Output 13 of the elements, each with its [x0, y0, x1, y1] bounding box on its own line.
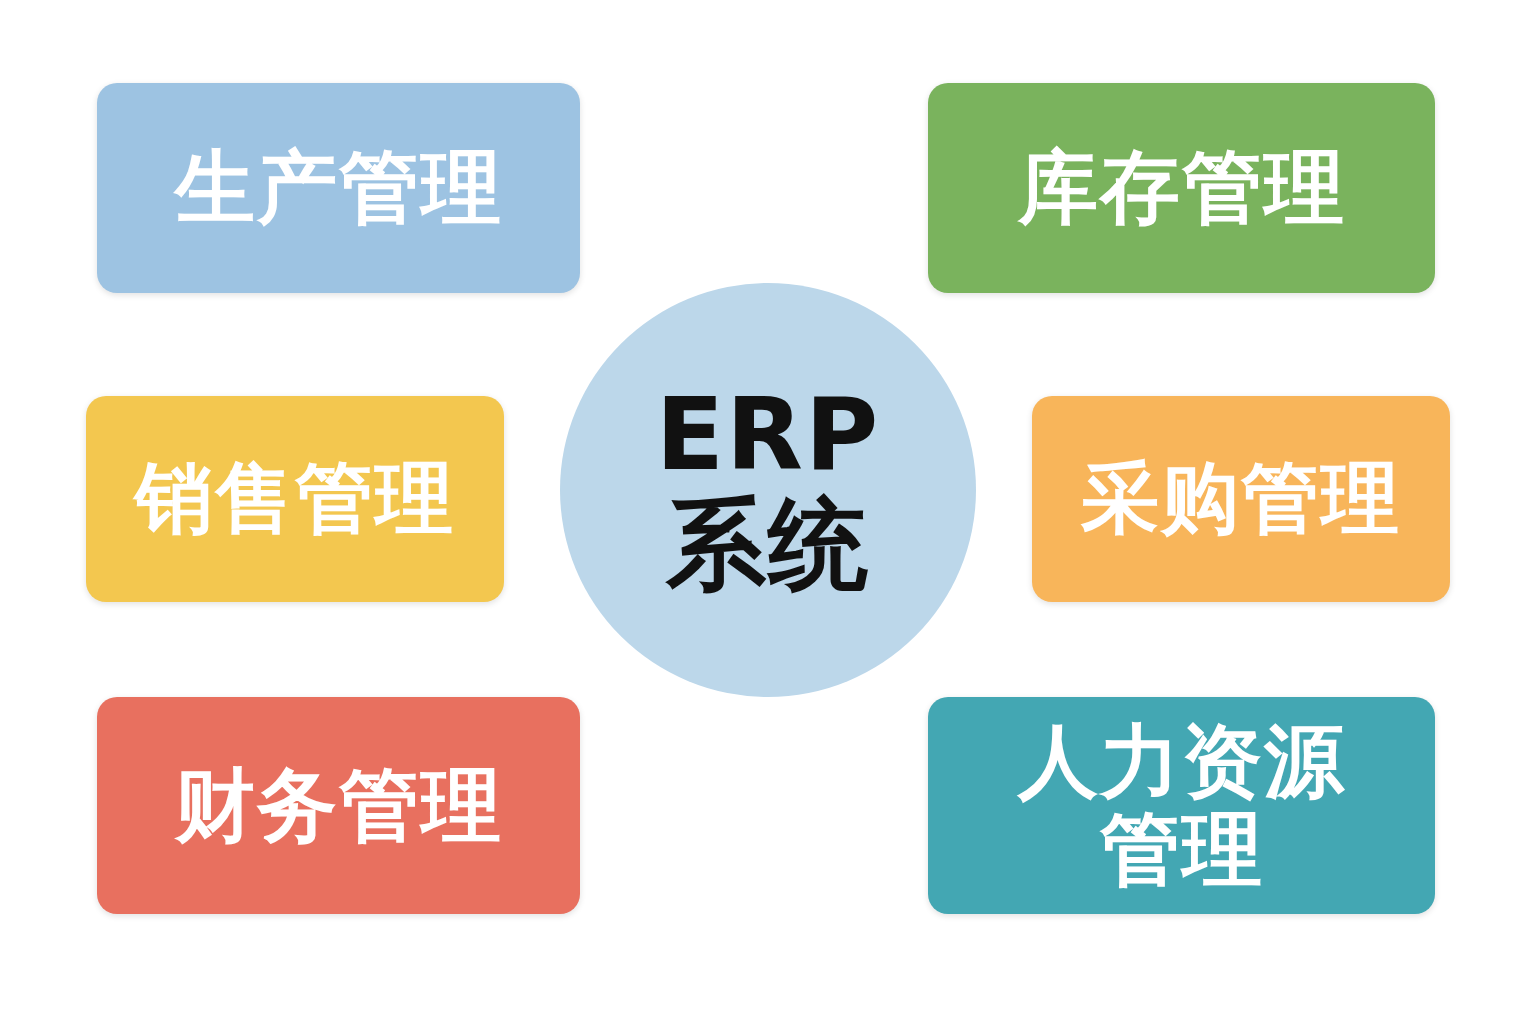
- system-title: ERP系统: [654, 380, 882, 600]
- module-box: [928, 697, 1435, 914]
- module-box: [86, 396, 504, 602]
- module-box: [97, 697, 580, 914]
- module-label: 库存管理: [1017, 144, 1346, 232]
- module-box: [928, 83, 1435, 293]
- module-box: [1032, 396, 1450, 602]
- module-box: [97, 83, 580, 293]
- module-label: 生产管理: [174, 144, 503, 232]
- module-label: 人力资源管理: [1016, 717, 1347, 894]
- module-label: 销售管理: [135, 456, 455, 542]
- module-label: 财务管理: [174, 761, 503, 850]
- module-label: 采购管理: [1081, 456, 1401, 542]
